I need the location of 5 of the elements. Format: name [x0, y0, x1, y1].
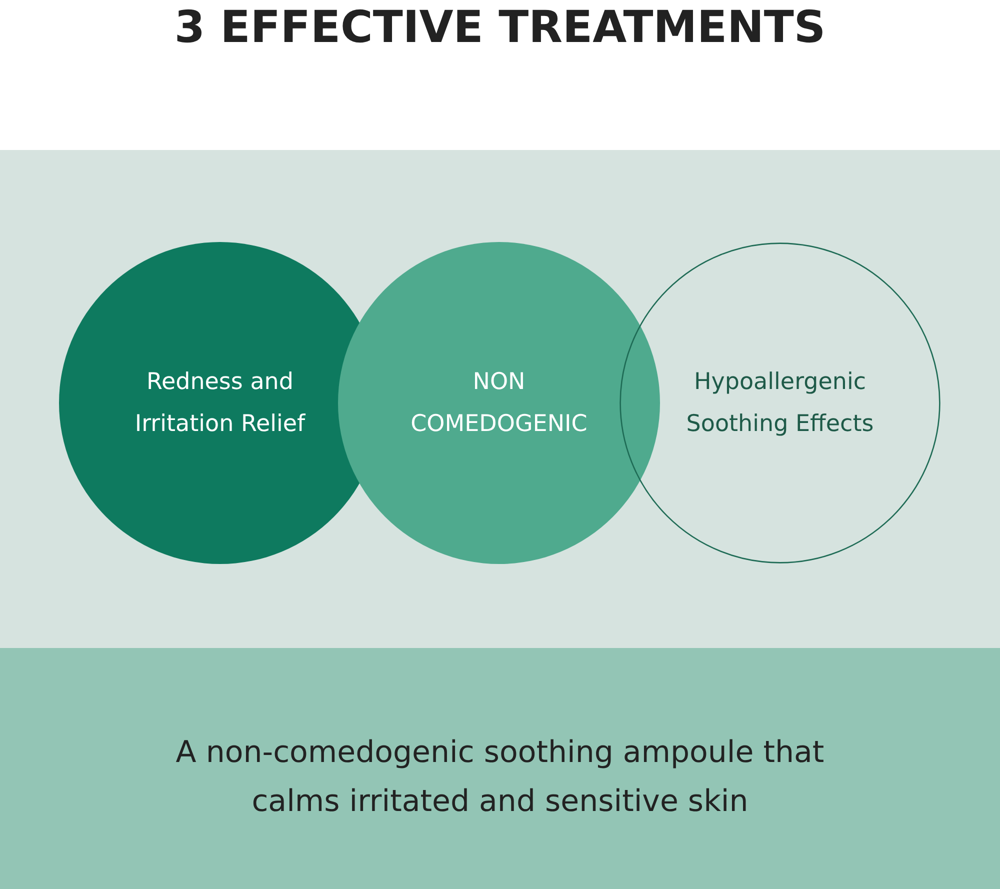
caption: A non-comedogenic soothing ampoule that calms irritated and sensitive skin: [174, 734, 826, 821]
circle-label: NON COMEDOGENIC: [410, 368, 588, 439]
title: 3 EFFECTIVE TREATMENTS: [173, 1, 827, 55]
circle-label: Hypoallergenic Soothing Effects: [685, 368, 875, 439]
circle-label: Redness and Irritation Relief: [134, 368, 306, 439]
